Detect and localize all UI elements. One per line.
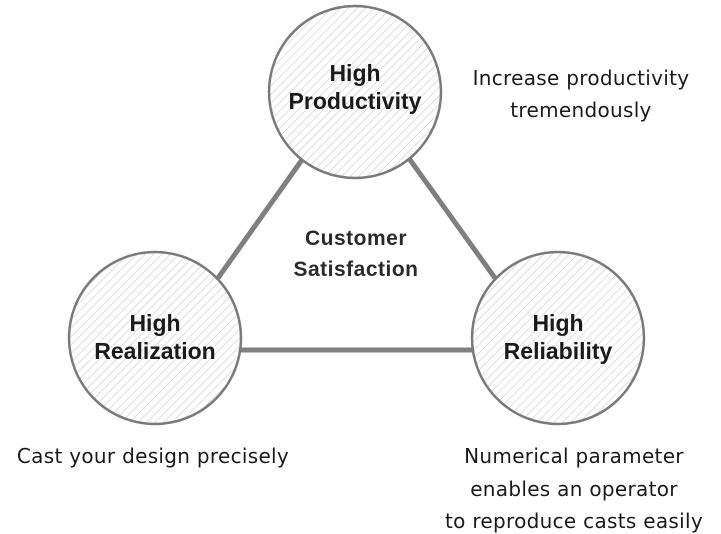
node-title-realization-line-1: High [129, 310, 180, 336]
node-title-realization-line-2: Realization [94, 338, 215, 364]
connector-productivity-realization [215, 155, 307, 280]
center-label-line-2: Satisfaction [293, 258, 418, 281]
node-circle-reliability [470, 250, 646, 426]
caption-realization: Cast your design precisely [17, 444, 289, 468]
connector-productivity-reliability [405, 155, 498, 280]
center-label: Customer Satisfaction [293, 227, 418, 281]
node-circle-productivity [267, 4, 443, 180]
node-title-productivity-line-1: High [329, 60, 380, 86]
caption-productivity-line-1: Increase productivity [473, 66, 690, 90]
node-title-reliability-line-2: Reliability [504, 338, 613, 364]
node-title-productivity-line-2: Productivity [289, 88, 422, 114]
node-title-reliability-line-1: High [532, 310, 583, 336]
caption-reliability: Numerical parameter enables an operator … [445, 444, 703, 533]
caption-reliability-line-1: Numerical parameter [464, 444, 684, 468]
center-label-line-1: Customer [305, 227, 407, 250]
node-high-reliability: High Reliability [470, 250, 646, 426]
caption-reliability-line-3: to reproduce casts easily [445, 509, 703, 533]
node-high-realization: High Realization [67, 250, 243, 426]
node-circle-realization [67, 250, 243, 426]
node-high-productivity: High Productivity [267, 4, 443, 180]
caption-productivity-line-2: tremendously [510, 98, 651, 122]
caption-realization-line-1: Cast your design precisely [17, 444, 289, 468]
caption-productivity: Increase productivity tremendously [473, 66, 690, 122]
caption-reliability-line-2: enables an operator [470, 477, 678, 501]
